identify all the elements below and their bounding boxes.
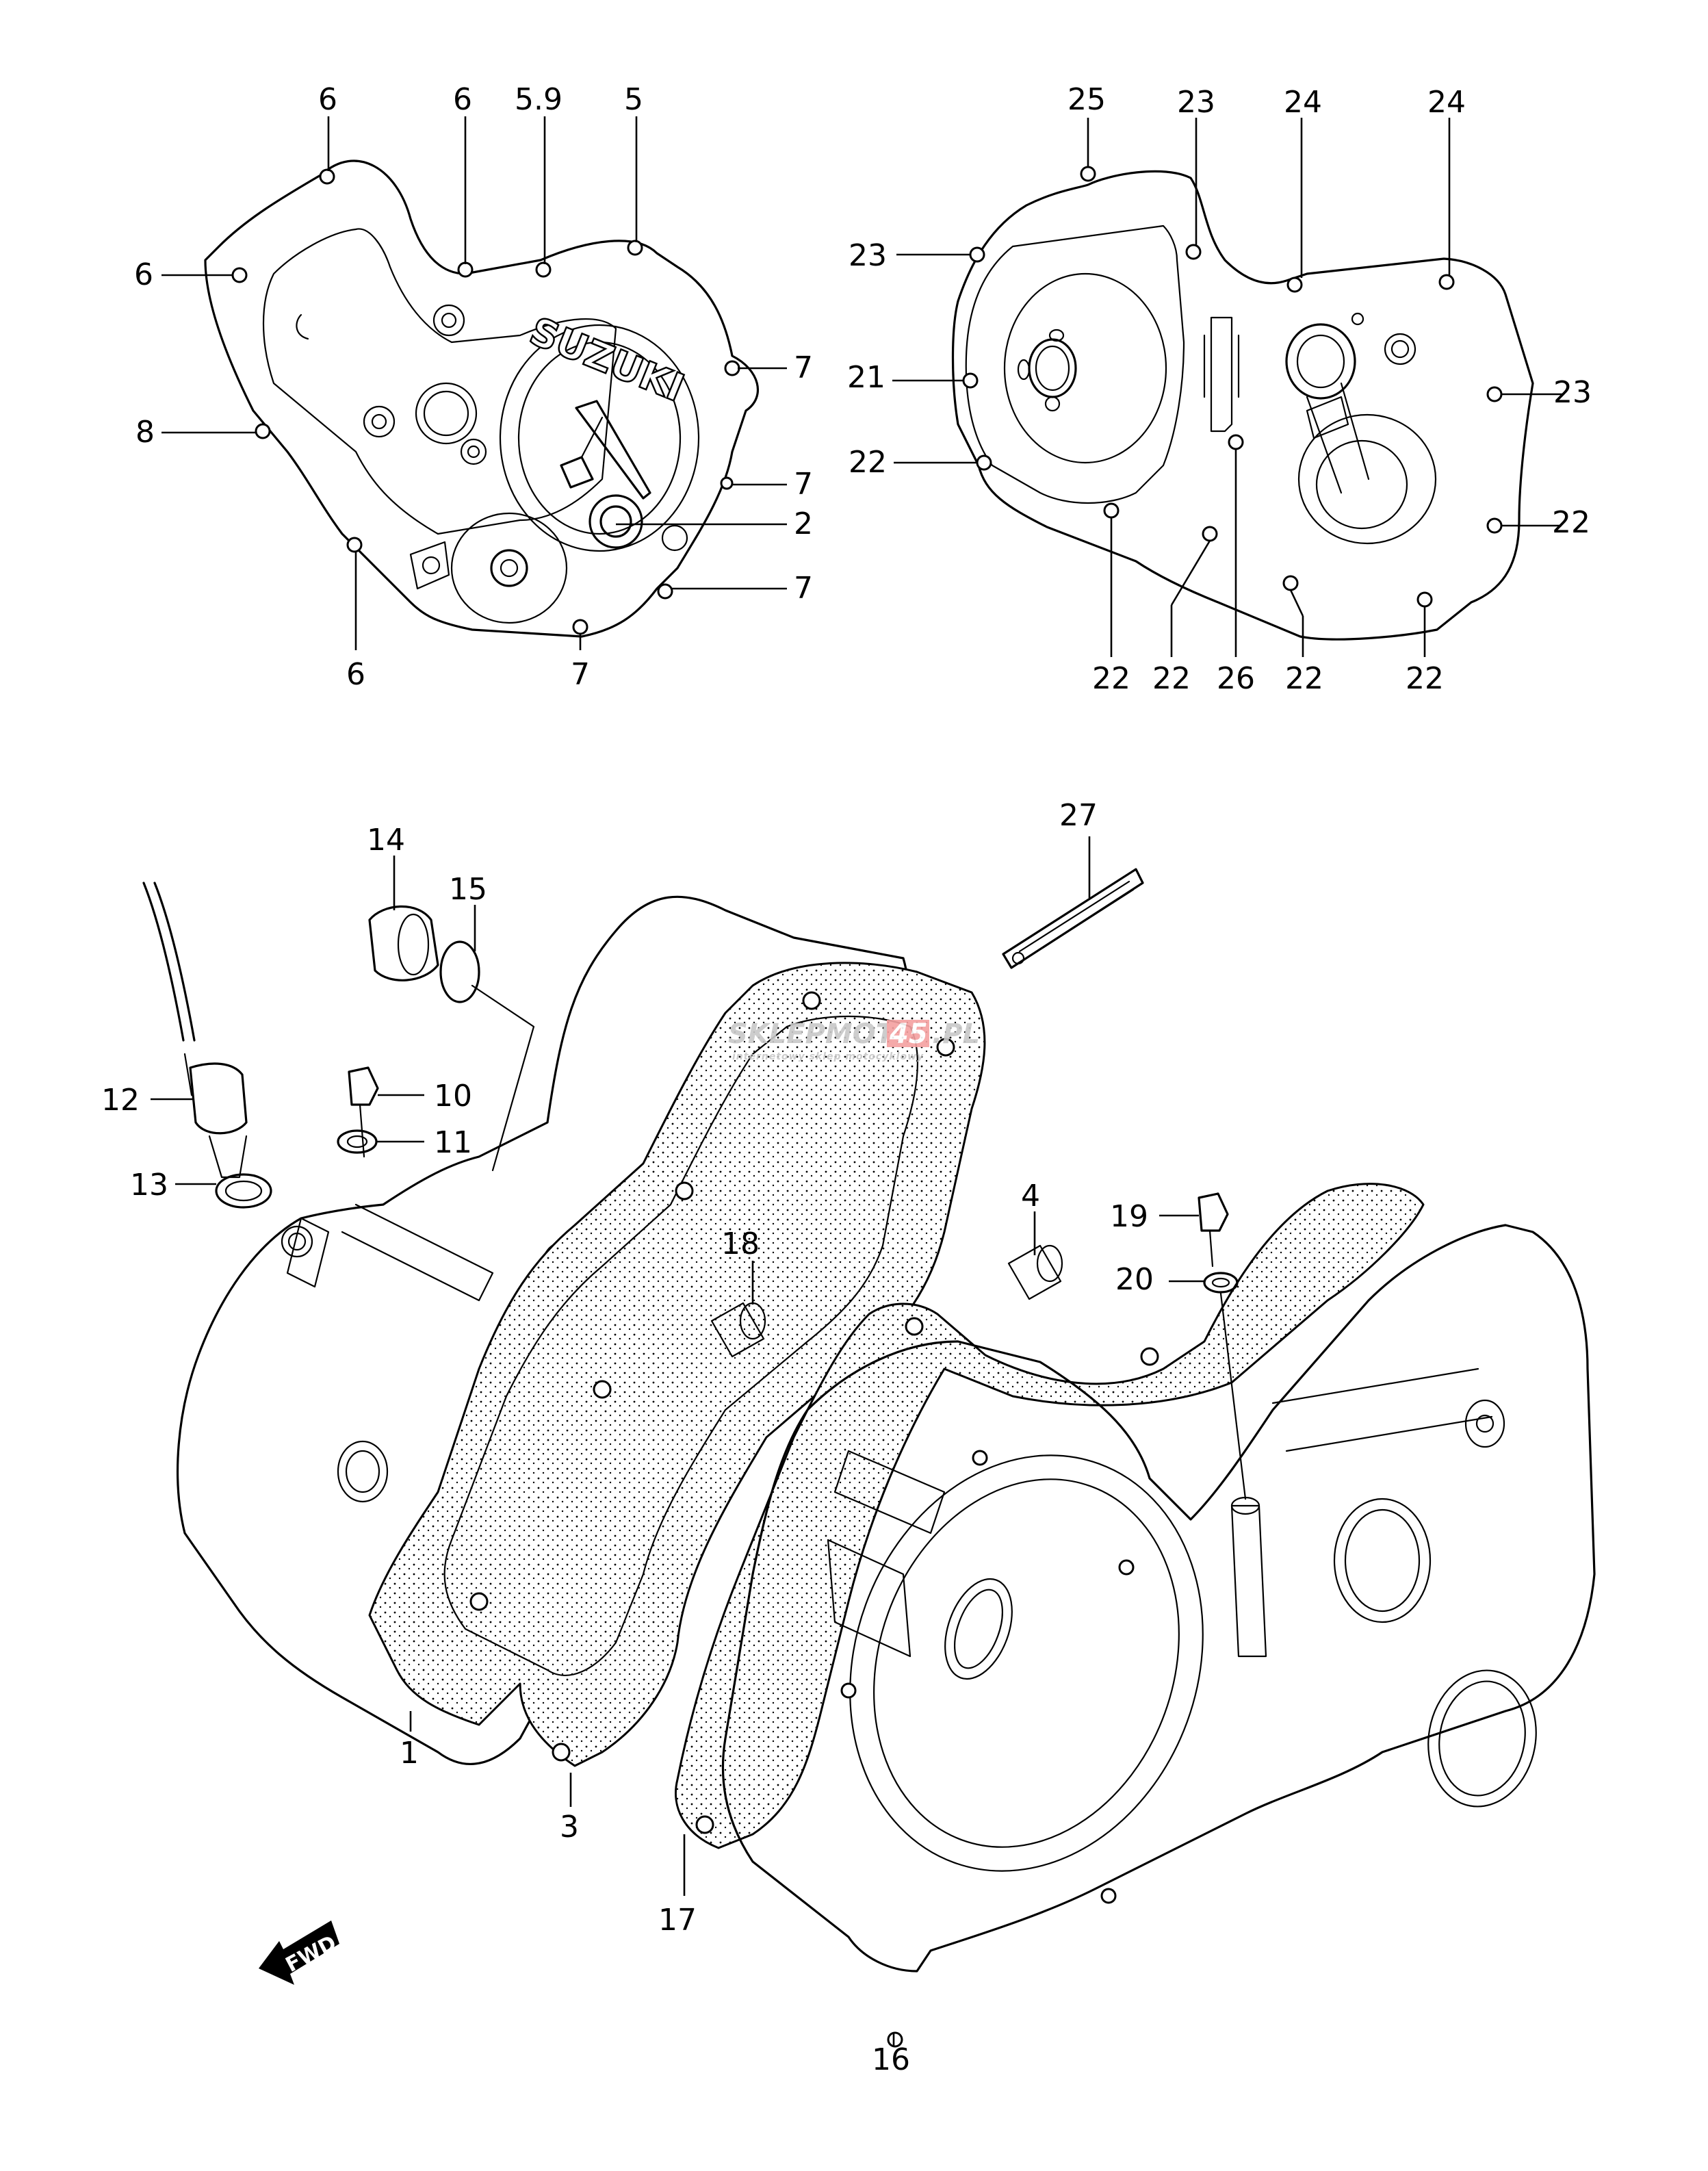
callout-5: 5: [624, 82, 643, 117]
callout-19: 19: [1110, 1199, 1148, 1234]
crankcase-drawing: [142, 868, 1596, 2048]
clutch-cover-callouts: 6 6 5.9 5 6 8 7 7 2 7 6 7: [134, 82, 813, 692]
callout-22: 22: [1285, 661, 1323, 696]
suzuki-logo-text: SUZUKI: [523, 309, 690, 411]
callout-24: 24: [1284, 85, 1322, 120]
callout-2: 2: [794, 506, 813, 541]
callout-21: 21: [847, 360, 885, 395]
callout-4: 4: [1021, 1179, 1040, 1213]
callout-5-9: 5.9: [515, 82, 562, 117]
clutch-cover-drawing: SUZUKI: [204, 159, 759, 638]
callout-13: 13: [130, 1168, 168, 1203]
callout-23: 23: [849, 238, 887, 273]
callout-7: 7: [794, 350, 813, 385]
crankcase-callouts: 27 14 15 10 12 11 13 19 4 18 20 1 3 17 1…: [101, 798, 1204, 2077]
callout-24: 24: [1427, 85, 1466, 120]
callout-16: 16: [872, 2042, 910, 2077]
callout-17: 17: [658, 1903, 697, 1938]
callout-8: 8: [135, 415, 155, 450]
fwd-arrow-icon: [259, 1920, 339, 1985]
callout-15: 15: [449, 872, 487, 907]
callout-22: 22: [849, 445, 887, 480]
callout-22: 22: [1092, 661, 1130, 696]
callout-22: 22: [1552, 505, 1590, 540]
callout-20: 20: [1115, 1262, 1154, 1297]
callout-12: 12: [101, 1083, 140, 1118]
callout-23: 23: [1177, 85, 1215, 120]
watermark: SKLEPMOTO 45 .PL internetowy sklep motoc…: [728, 1018, 980, 1062]
callout-7: 7: [794, 467, 813, 502]
callout-1: 1: [400, 1736, 419, 1771]
callout-6: 6: [318, 82, 337, 117]
callout-7: 7: [571, 657, 590, 692]
callout-25: 25: [1068, 82, 1106, 117]
callout-14: 14: [367, 823, 405, 858]
forward-direction-marker: FWD: [259, 1920, 341, 1985]
watermark-prefix: SKLEPMOTO: [728, 1018, 918, 1050]
callout-26: 26: [1217, 661, 1255, 696]
callout-10: 10: [434, 1079, 472, 1114]
callout-18: 18: [721, 1226, 760, 1261]
watermark-highlight: 45: [889, 1018, 928, 1050]
magneto-cover-callouts: 25 23 24 24 23 21 23 22 22 22 22 26 22 2…: [847, 82, 1592, 696]
watermark-tagline: internetowy sklep motocyklowy: [732, 1051, 924, 1062]
callout-7: 7: [794, 571, 813, 606]
callout-6: 6: [453, 82, 472, 117]
callout-22: 22: [1152, 661, 1191, 696]
watermark-suffix: .PL: [932, 1018, 980, 1050]
callout-6: 6: [346, 657, 365, 692]
callout-6: 6: [134, 257, 153, 292]
callout-27: 27: [1059, 798, 1098, 833]
callout-3: 3: [560, 1810, 579, 1845]
callout-22: 22: [1406, 661, 1444, 696]
magneto-cover-drawing: [951, 166, 1534, 641]
callout-23: 23: [1553, 375, 1592, 410]
callout-11: 11: [434, 1125, 472, 1160]
